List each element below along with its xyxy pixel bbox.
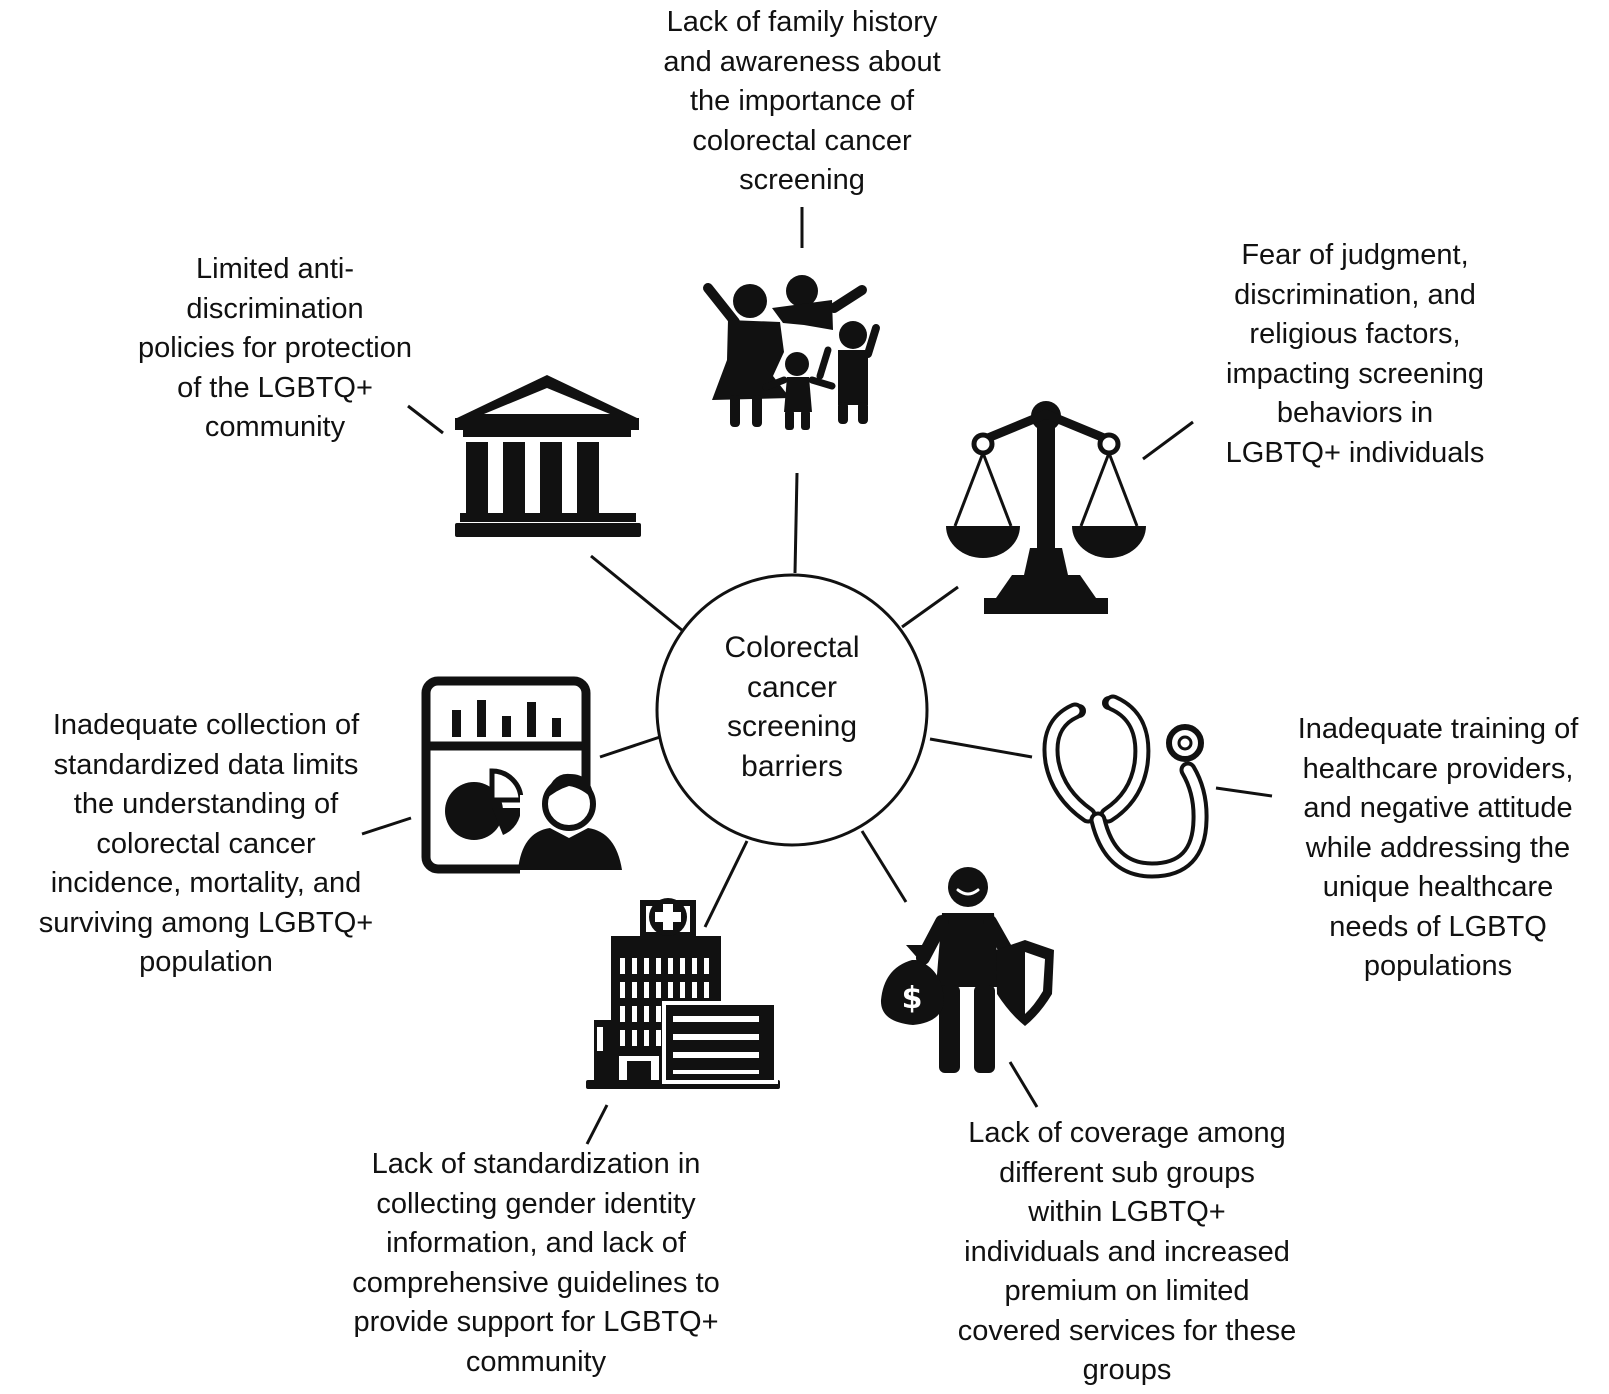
hospital-icon [586,898,780,1089]
government-building-icon [455,375,641,537]
connector-lines [361,207,1273,1145]
barrier-label-data: Inadequate collection of standardized da… [38,709,374,978]
connector-coverage-hub [860,830,908,903]
barrier-label-coverage: Lack of coverage among different sub gro… [957,1117,1297,1386]
insurance-person-icon: $ [880,867,1054,1073]
connector-training [1215,786,1273,798]
dollar-sign: $ [902,981,923,1016]
connector-policy [407,404,444,435]
data-analytics-icon [421,676,622,875]
connector-judgment [1142,420,1194,461]
connector-standardization [585,1104,609,1145]
center-label: Colorectal cancer screening barriers [724,631,860,783]
barrier-label-policy: Limited anti- discrimination policies fo… [137,253,413,443]
barrier-label-judgment: Fear of judgment, discrimination, and re… [1225,239,1485,469]
connector-data [361,816,412,836]
barrier-label-family: Lack of family history and awareness abo… [663,6,941,196]
connector-coverage [1008,1061,1039,1108]
connector-training-hub [929,737,1033,759]
justice-scale-icon [946,401,1146,614]
stethoscope-icon [1042,694,1209,879]
family-icon [703,275,880,430]
connector-judgment-hub [901,585,959,629]
center-circle [655,573,929,847]
connector-family-hub [793,472,799,574]
barrier-label-standardization: Lack of standardization in collecting ge… [352,1148,720,1378]
barrier-label-training: Inadequate training of healthcare provid… [1297,713,1579,982]
connector-data-hub [599,735,661,759]
connector-policy-hub [590,554,684,633]
connector-standardization-hub [703,840,749,928]
